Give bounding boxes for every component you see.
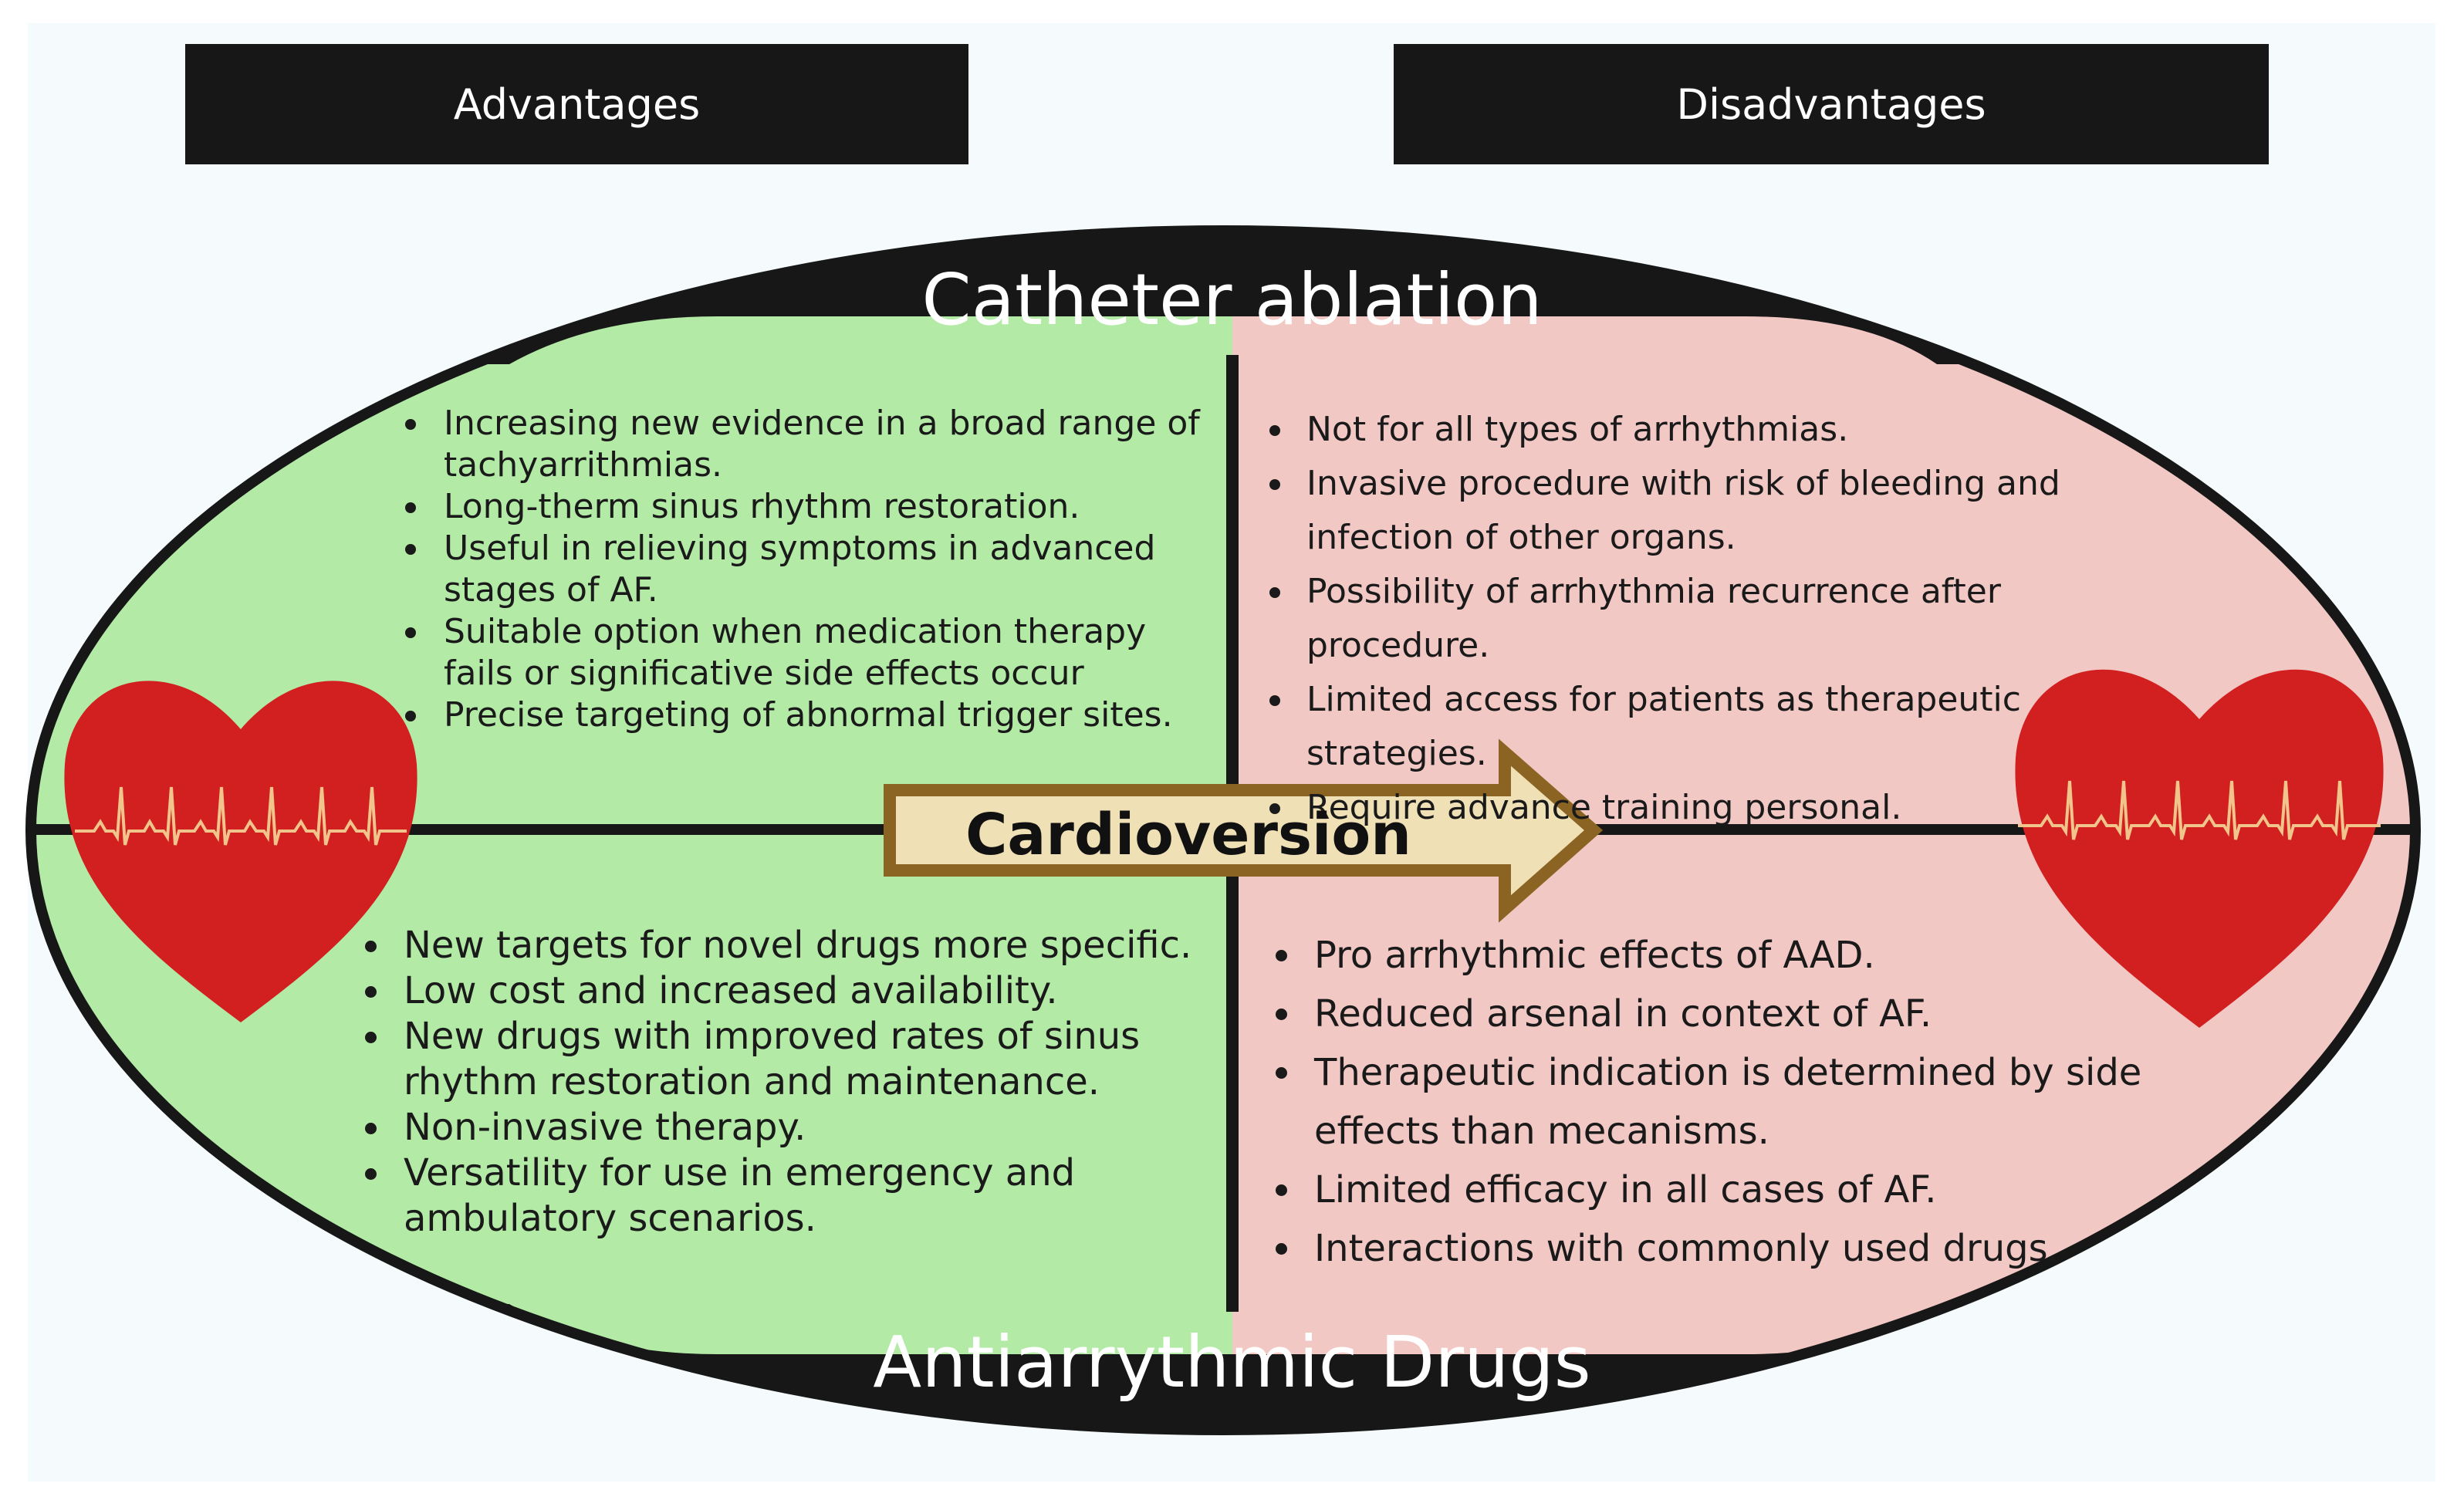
list-item: Precise targeting of abnormal trigger si… [405,694,1223,736]
ecg-trace [2018,780,2381,840]
antiarrhythmic-drugs-title: Antiarrythmic Drugs [873,1321,1591,1404]
list-item: Therapeutic indication is determined by … [1276,1043,2271,1161]
heart-shape [2015,669,2384,1028]
disadvantages-header: Disadvantages [1394,44,2269,164]
list-item: Limited access for patients as therapeut… [1269,673,2171,781]
drugs-advantages-list: New targets for novel drugs more specifi… [365,923,1222,1242]
list-item: Non-invasive therapy. [365,1105,1222,1151]
list-item: New targets for novel drugs more specifi… [365,923,1222,968]
list-item: Pro arrhythmic effects of AAD. [1276,926,2271,985]
list-item: Invasive procedure with risk of bleeding… [1269,457,2171,565]
disadvantages-header-label: Disadvantages [1676,79,1986,129]
list-item: Interactions with commonly used drugs. [1276,1219,2271,1278]
advantages-header-label: Advantages [453,79,701,129]
ablation-disadvantages-list: Not for all types of arrhythmias. Invasi… [1269,403,2171,835]
list-item: Not for all types of arrhythmias. [1269,403,2171,457]
list-item: Possibility of arrhythmia recurrence aft… [1269,565,2171,673]
ecg-trace [75,786,407,846]
drugs-disadvantages-list: Pro arrhythmic effects of AAD. Reduced a… [1276,926,2271,1278]
list-item: Versatility for use in emergency and amb… [365,1151,1222,1242]
list-item: Reduced arsenal in context of AF. [1276,985,2271,1043]
heart-ecg-icon [2015,669,2384,1028]
right-arrow-icon [884,738,1604,923]
outer-ellipse [25,225,2421,1435]
ablation-advantages-list: Increasing new evidence in a broad range… [405,403,1223,736]
heart-shape [64,681,417,1022]
list-item: New drugs with improved rates of sinus r… [365,1014,1222,1105]
list-item: Long-therm sinus rhythm restoration. [405,486,1223,528]
list-item: Suitable option when medication therapy … [405,611,1223,694]
list-item: Increasing new evidence in a broad range… [405,403,1223,486]
list-item: Require advance training personal. [1269,781,2171,835]
list-item: Limited efficacy in all cases of AF. [1276,1161,2271,1219]
heart-ecg-icon [64,681,417,1022]
list-item: Useful in relieving symptoms in advanced… [405,528,1223,611]
catheter-ablation-title: Catheter ablation [921,258,1543,341]
advantages-header: Advantages [185,44,968,164]
list-item: Low cost and increased availability. [365,968,1222,1014]
cardioversion-label: Cardioversion [965,802,1411,868]
